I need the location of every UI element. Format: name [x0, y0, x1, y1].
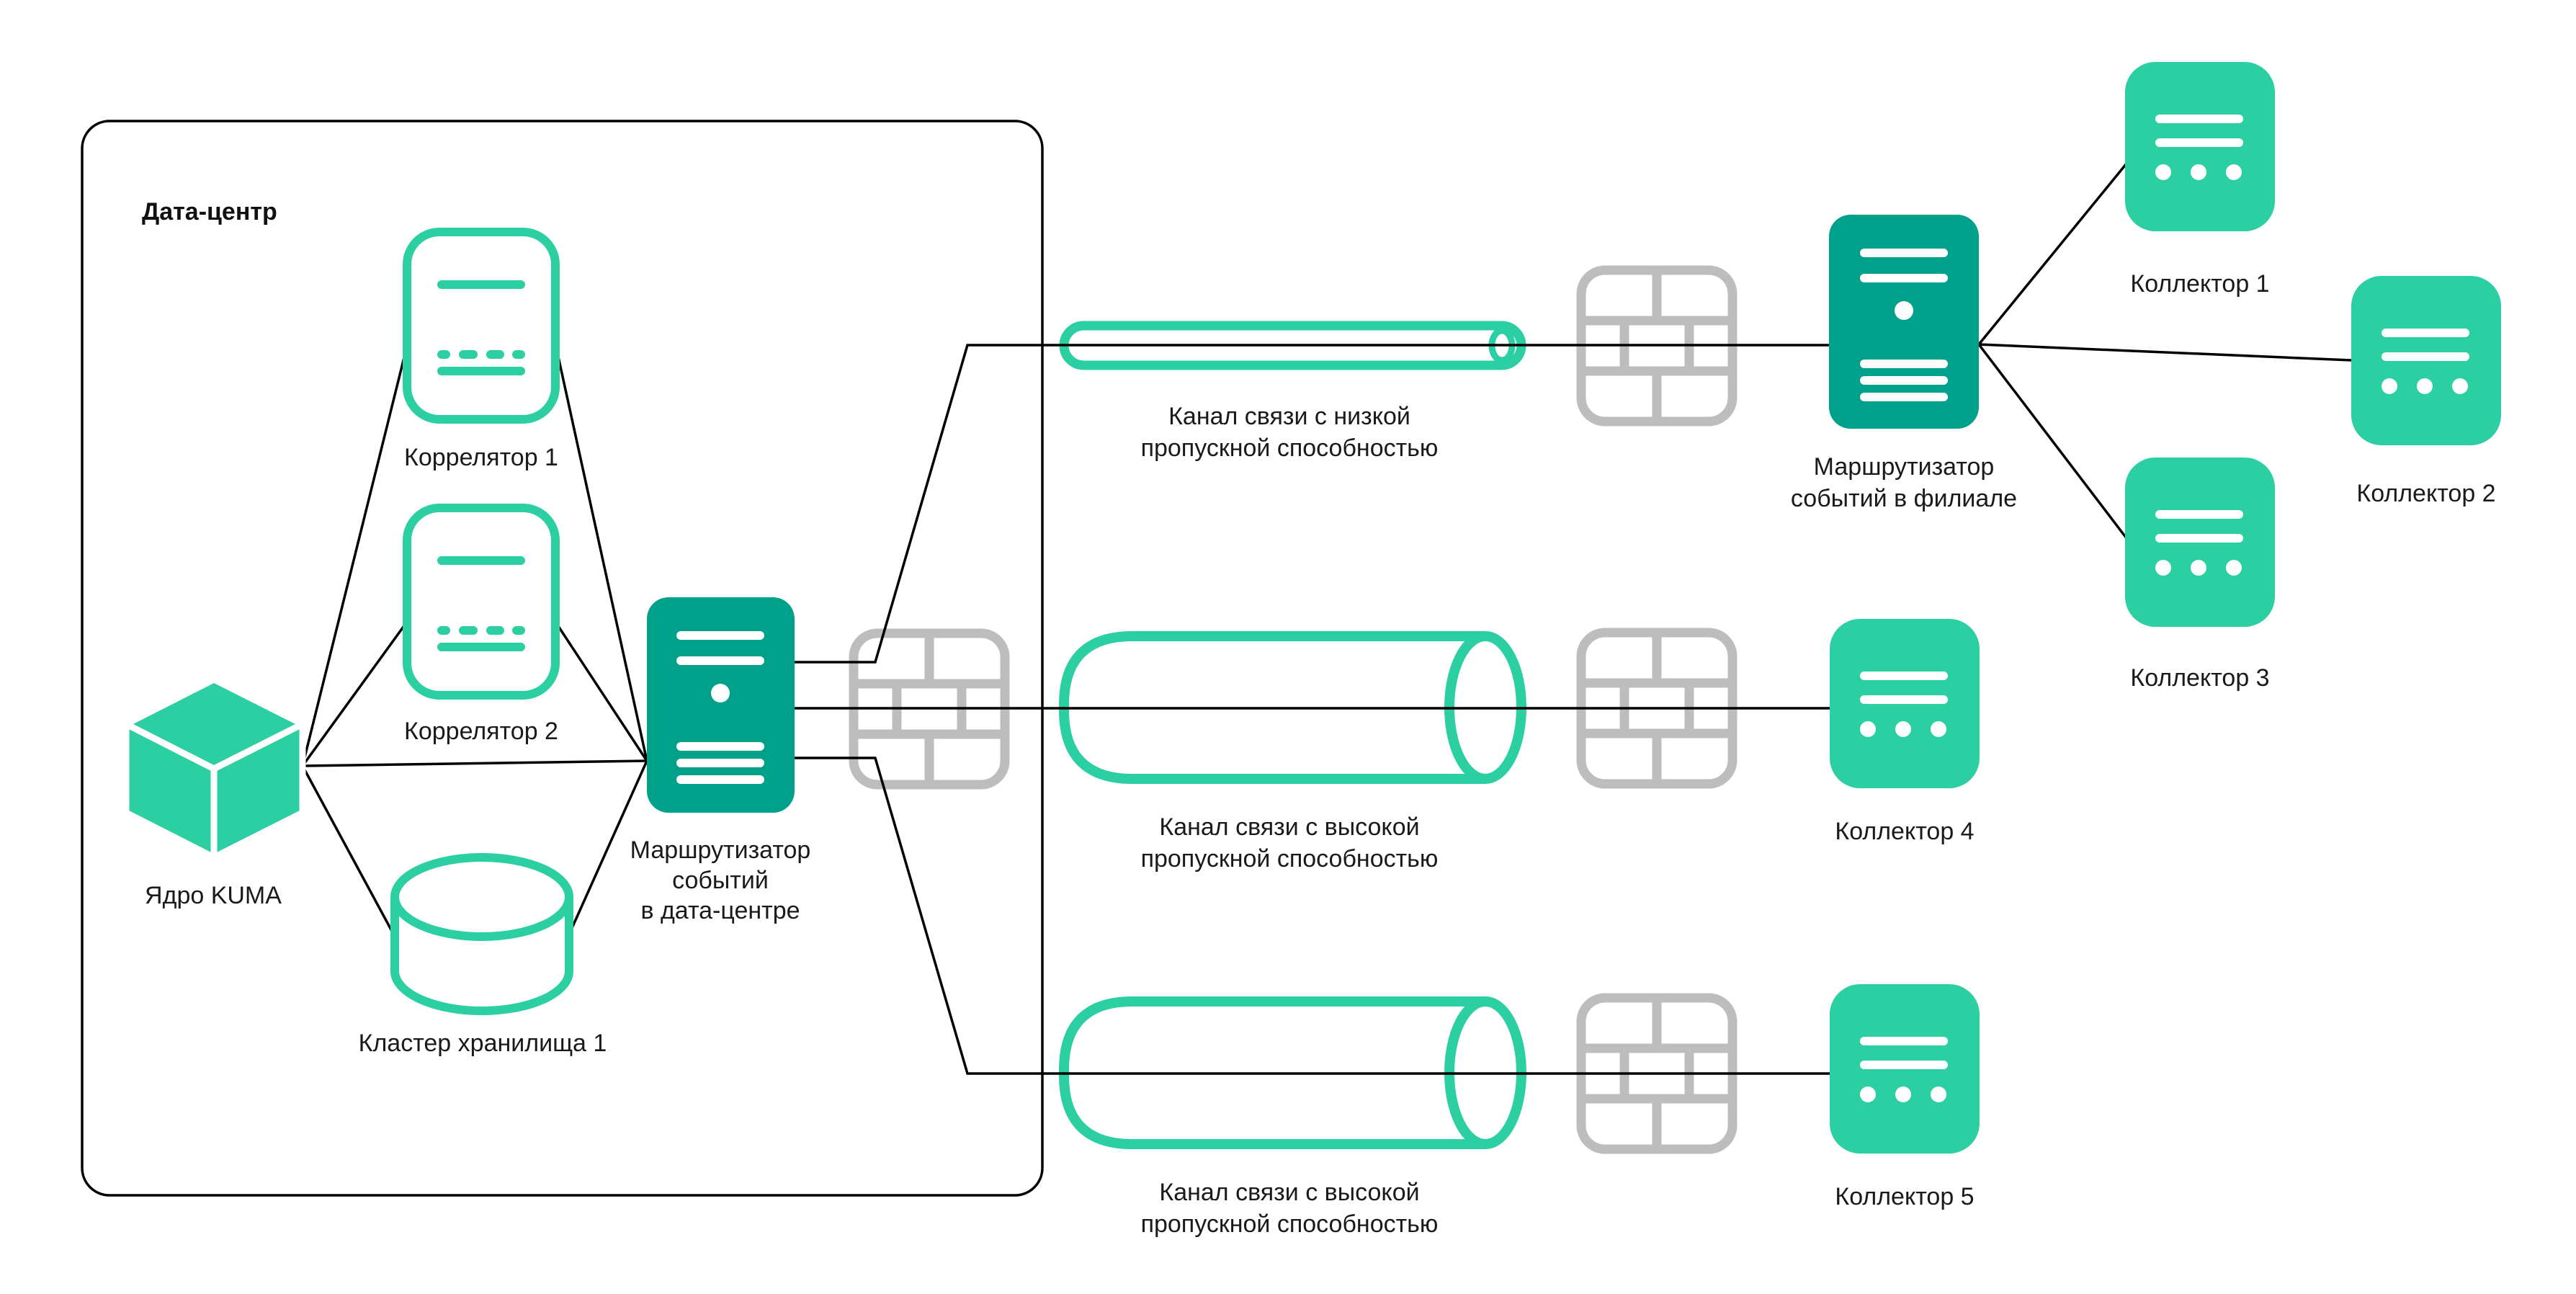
dc-router-icon	[647, 597, 795, 813]
dc-router-label-line3: в дата-центре	[640, 897, 800, 924]
link-correlator2-dc-router	[554, 621, 648, 762]
link-branch-router-collector2	[1978, 343, 2352, 362]
branch-router-label-line1: Маршрутизатор	[1814, 453, 1995, 481]
collector1-icon	[2125, 62, 2275, 231]
collector1-label: Коллектор 1	[2130, 270, 2269, 298]
high-bandwidth-channel1-label-line2: пропускной способностью	[1141, 845, 1439, 873]
dc-router-label-line1: Маршрутизатор	[630, 836, 811, 864]
low-bandwidth-channel-label-line1: Канал связи с низкой	[1168, 403, 1410, 430]
collector5-icon	[1830, 984, 1980, 1154]
high-bandwidth-channel1-label-line1: Канал связи с высокой	[1159, 813, 1419, 841]
low-bandwidth-channel-label-line2: пропускной способностью	[1141, 434, 1439, 462]
high-bandwidth-channel2-label-line1: Канал связи с высокой	[1159, 1179, 1419, 1206]
collector4-icon	[1830, 619, 1980, 788]
correlator2-icon	[403, 504, 560, 700]
storage-cluster-icon	[390, 853, 573, 1015]
storage-cluster-label: Кластер хранилища 1	[359, 1030, 607, 1057]
collector3-icon	[2125, 458, 2275, 627]
link-core-storage	[301, 765, 395, 934]
data-center-title: Дата-центр	[142, 198, 277, 226]
branch-router-label-line2: событий в филиале	[1791, 485, 2017, 512]
correlator2-label: Коррелятор 2	[404, 718, 558, 745]
kuma-core-icon	[122, 676, 306, 861]
high-bandwidth-channel2-label-line2: пропускной способностью	[1141, 1210, 1439, 1238]
link-branch-router-collector1	[1977, 162, 2128, 346]
link-core-correlator1	[301, 345, 408, 767]
collector5-label: Коллектор 5	[1835, 1183, 1974, 1210]
branch-router-icon	[1829, 215, 1979, 429]
kuma-core-label: Ядро KUMA	[145, 882, 282, 909]
collector4-label: Коллектор 4	[1835, 818, 1974, 845]
data-center-boundary	[81, 120, 1044, 1197]
link-storage-dc-router	[568, 760, 648, 935]
collector3-label: Коллектор 3	[2130, 664, 2269, 692]
link-correlator1-dc-router	[554, 343, 648, 762]
correlator1-label: Коррелятор 1	[404, 444, 558, 471]
link-branch-router-collector3	[1977, 343, 2128, 540]
collector2-icon	[2351, 276, 2501, 445]
link-core-dc-router	[302, 759, 648, 767]
link-dc-router-branch-router	[795, 344, 1829, 664]
connection-lines	[301, 343, 648, 935]
dc-router-label-line2: событий	[672, 867, 769, 894]
correlator1-icon	[403, 228, 560, 424]
collector2-label: Коллектор 2	[2356, 480, 2495, 507]
link-dc-router-collector5	[795, 757, 1830, 1075]
link-core-correlator2	[301, 620, 408, 767]
row-lines	[795, 162, 2352, 1075]
